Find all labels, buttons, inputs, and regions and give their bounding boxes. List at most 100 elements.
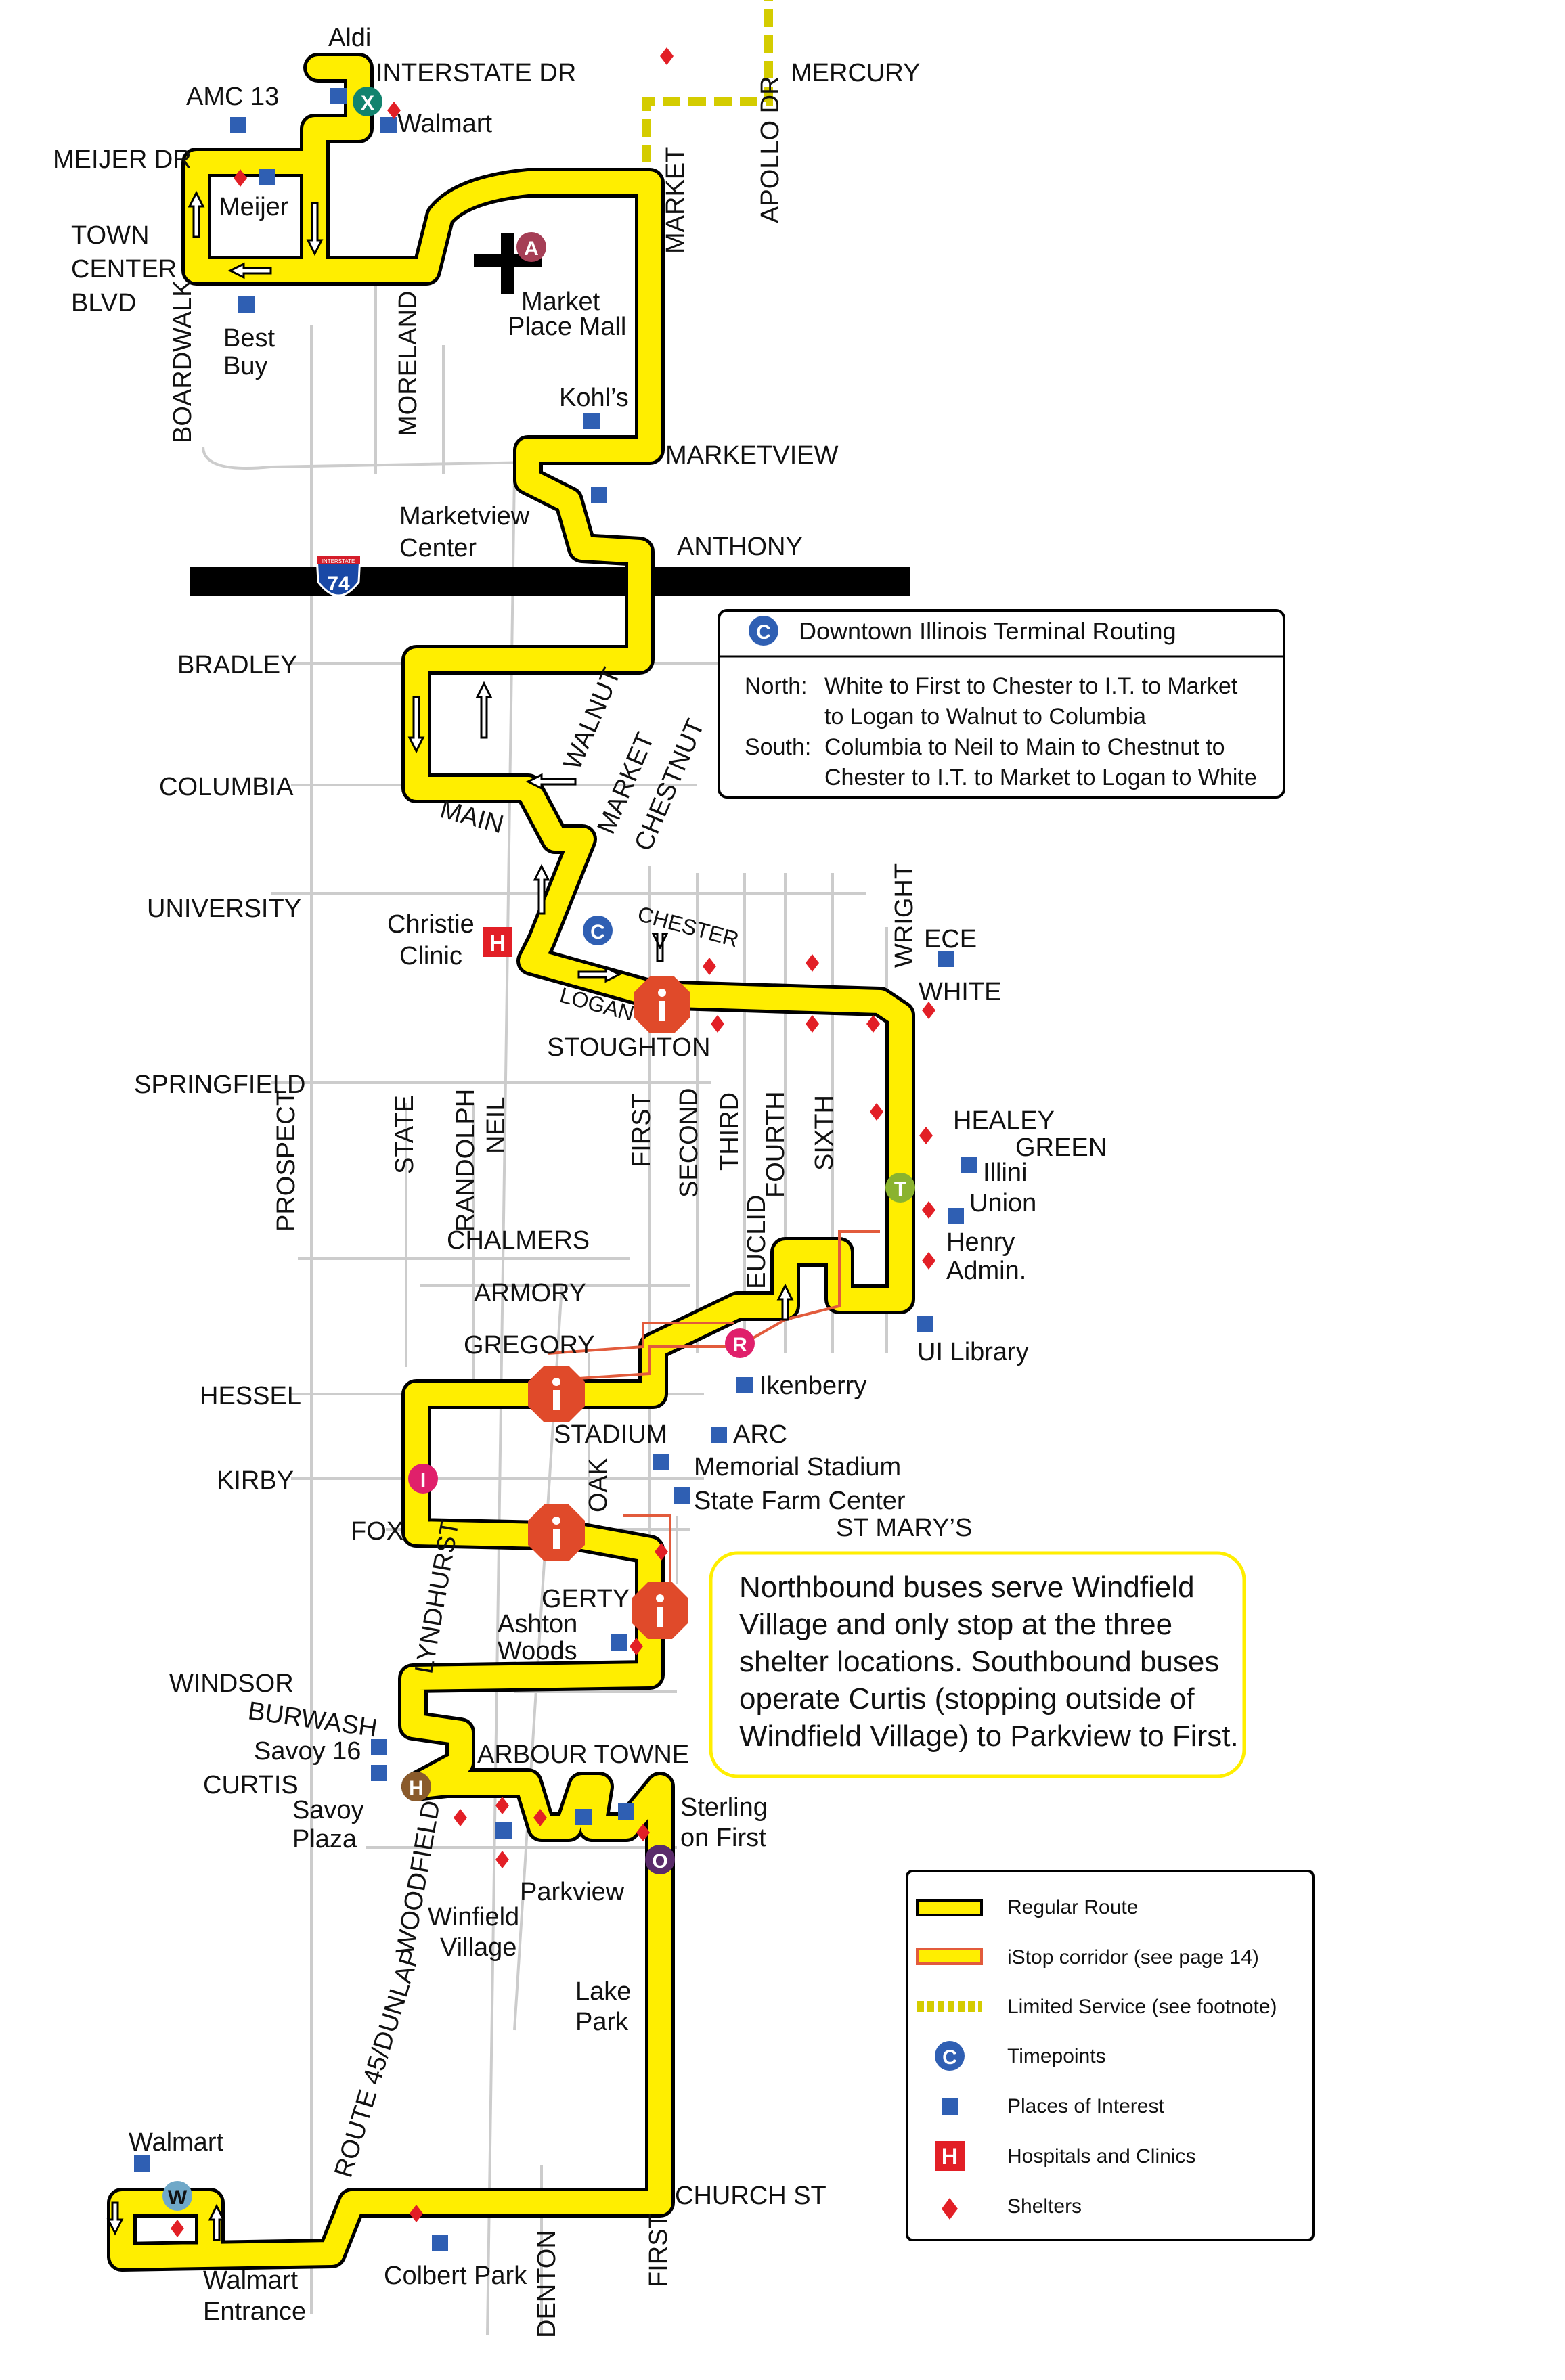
winfield-village-poi [495, 1822, 512, 1839]
label-green: GREEN [1015, 1133, 1107, 1162]
interstate-74: INTERSTATE 74 [190, 555, 910, 597]
savoy16-poi [371, 1739, 387, 1755]
shelters [171, 47, 935, 2237]
windfield-note-line4: operate Curtis (stopping outside of [739, 1682, 1195, 1715]
legend-limited: Limited Service (see footnote) [1007, 1996, 1277, 2018]
timepoint-i: I [408, 1464, 438, 1494]
label-kohls: Kohl’s [559, 384, 629, 412]
label-oak: OAK [584, 1458, 613, 1512]
label-stoughton: STOUGHTON [547, 1033, 710, 1062]
downtown-title: Downtown Illinois Terminal Routing [799, 617, 1176, 645]
label-first-mid: FIRST [627, 1093, 656, 1167]
downtown-badge: C [756, 621, 771, 644]
label-market-north: MARKET [661, 147, 690, 254]
downtown-south-label: South: [745, 734, 811, 760]
walmart-south-poi [134, 2155, 150, 2172]
downtown-routing-box: C Downtown Illinois Terminal Routing Nor… [718, 609, 1285, 799]
label-euclid: EUCLID [743, 1195, 771, 1289]
legend-timepoint-badge: C [942, 2046, 957, 2069]
svg-text:T: T [894, 1178, 906, 1200]
legend-istop: iStop corridor (see page 14) [1007, 1946, 1259, 1969]
interstate-number: 74 [327, 572, 350, 595]
sterling-poi [618, 1803, 634, 1820]
limited-service-line [642, 0, 773, 162]
label-neil: NEIL [482, 1097, 510, 1154]
memorial-stadium-poi [653, 1454, 669, 1470]
label-savoy-plaza-1: Savoy [292, 1796, 364, 1824]
label-best-buy-2: Buy [223, 352, 267, 380]
ikenberry-poi [736, 1377, 753, 1393]
ui-library-poi [917, 1316, 933, 1332]
label-hessel: HESSEL [200, 1382, 301, 1410]
label-third: THIRD [715, 1092, 744, 1171]
svg-text:O: O [652, 1850, 667, 1872]
label-christie-2: Clinic [399, 942, 462, 970]
label-henry-1: Henry [946, 1228, 1015, 1257]
timepoint-c: C [583, 916, 613, 945]
label-savoy-plaza-2: Plaza [292, 1825, 357, 1854]
label-arbour-towne: ARBOUR TOWNE [477, 1741, 689, 1769]
kohls-poi [583, 413, 600, 429]
label-church-st: CHURCH ST [675, 2182, 826, 2210]
label-gregory: GREGORY [464, 1331, 595, 1360]
label-savoy16: Savoy 16 [254, 1737, 361, 1766]
label-market-place-1: Market [521, 288, 600, 316]
label-sixth: SIXTH [810, 1095, 839, 1171]
label-fox: FOX [351, 1517, 403, 1546]
label-first-south: FIRST [644, 2213, 673, 2287]
label-ikenberry: Ikenberry [759, 1372, 866, 1400]
downtown-south-1: Columbia to Neil to Main to Chestnut to [824, 734, 1225, 760]
svg-text:X: X [361, 92, 374, 114]
label-curtis: CURTIS [203, 1771, 299, 1799]
label-center: CENTER [71, 255, 177, 284]
svg-text:A: A [524, 238, 539, 260]
label-windsor: WINDSOR [169, 1669, 294, 1698]
henry-admin-poi [948, 1208, 964, 1224]
interstate-shield-word: INTERSTATE [322, 558, 355, 564]
istop-stations [528, 976, 690, 1639]
label-wright: WRIGHT [890, 863, 919, 968]
legend-regular-route: Regular Route [1007, 1896, 1138, 1918]
legend-hospital-badge: H [942, 2144, 958, 2170]
market-place-mall [474, 233, 542, 294]
label-apollo-dr: APOLLO DR [756, 76, 785, 223]
label-mercury: MERCURY [791, 59, 920, 87]
best-buy-poi [238, 296, 255, 313]
label-town: TOWN [71, 221, 149, 250]
label-chalmers: CHALMERS [447, 1226, 590, 1255]
hospital-christie: H [483, 927, 512, 957]
label-lake-park-2: Park [575, 2008, 629, 2036]
downtown-north-2: to Logan to Walnut to Columbia [824, 704, 1146, 729]
label-ui-library: UI Library [917, 1338, 1029, 1366]
label-university: UNIVERSITY [147, 895, 301, 923]
label-walmart-south: Walmart [129, 2128, 223, 2157]
state-farm-poi [674, 1487, 690, 1504]
label-moreland: MORELAND [394, 291, 422, 436]
timepoint-h: H [401, 1772, 431, 1801]
marketview-center-poi [591, 487, 607, 503]
windfield-note-line3: shelter locations. Southbound buses [739, 1645, 1219, 1678]
svg-text:H: H [409, 1777, 424, 1799]
label-armory: ARMORY [474, 1279, 586, 1307]
label-lake-park-1: Lake [575, 1977, 631, 2006]
label-blvd: BLVD [71, 289, 136, 317]
label-randolph: RANDOLPH [451, 1089, 480, 1232]
label-christie-1: Christie [387, 910, 475, 939]
label-meijer: Meijer [219, 193, 289, 221]
downtown-south-2: Chester to I.T. to Market to Logan to Wh… [824, 765, 1257, 790]
ece-poi [938, 951, 954, 967]
legend-places: Places of Interest [1007, 2095, 1164, 2117]
windfield-note-line1: Northbound buses serve Windfield [739, 1571, 1195, 1604]
label-walnut: WALNUT [558, 664, 627, 774]
label-kirby: KIRBY [217, 1466, 294, 1495]
label-springfield: SPRINGFIELD [134, 1071, 305, 1099]
timepoints: X A C T R I H O W [162, 87, 915, 2211]
label-arc: ARC [733, 1420, 787, 1449]
timepoint-o: O [645, 1845, 675, 1874]
label-illini-1: Illini [983, 1159, 1027, 1187]
windfield-note: Northbound buses serve Windfield Village… [709, 1551, 1246, 1778]
label-fourth: FOURTH [762, 1091, 790, 1198]
timepoint-x: X [353, 87, 382, 116]
ashton-woods-poi [611, 1634, 627, 1651]
